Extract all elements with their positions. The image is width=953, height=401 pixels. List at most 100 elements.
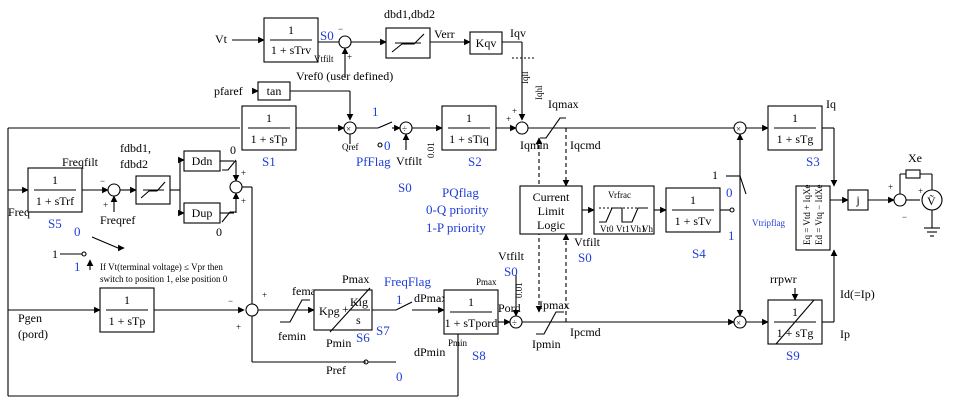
pi-s: s	[356, 313, 361, 327]
pq-flag-label: PQflag	[442, 185, 479, 200]
vt-input-label: Vt	[215, 32, 228, 46]
switch-s2: S2	[468, 154, 482, 169]
iq-summing-junction	[515, 121, 529, 135]
xe-label: Xe	[908, 151, 922, 165]
cll-line1: Current	[533, 190, 570, 204]
dup-text: Dup	[192, 206, 213, 220]
droop-plus-top: +	[241, 168, 246, 178]
plus-sign-vref: +	[347, 52, 352, 62]
iq-output-lag-den: 1 + sTg	[777, 132, 814, 146]
iqmin-label: Iqmin	[520, 138, 549, 152]
p-min-vt-label: 0.01	[514, 282, 524, 298]
pord-lag-num: 1	[468, 295, 474, 309]
id-equals-ip-label: Id(=Ip)	[840, 287, 875, 301]
ip-output-label: Ip	[840, 327, 850, 341]
vtrip-pos0: 0	[726, 185, 733, 200]
terminal-plus: +	[888, 182, 893, 192]
switch-s4: S4	[692, 246, 706, 261]
tan-text: tan	[267, 84, 282, 98]
vtfilt-trip-label: Vtfilt	[574, 235, 601, 249]
freq-switch-pos1: 1	[396, 292, 403, 307]
iq-limiter-symbol	[540, 117, 566, 139]
freqref-label: Freqref	[100, 213, 135, 227]
j-operator-text: j	[855, 193, 859, 207]
droop-plus-bottom: +	[241, 196, 246, 206]
freq-plus: +	[103, 200, 108, 210]
iqcmd-label: Iqcmd	[570, 138, 601, 152]
dup-zero-limit: 0	[216, 225, 222, 239]
pi-kpg: Kpg	[319, 304, 340, 318]
pf-switch-pos0: 0	[384, 138, 391, 153]
plus-iqv-sum: +	[512, 106, 517, 116]
freq-flag-label: FreqFlag	[384, 274, 431, 289]
vrfrac-label: Vrfrac	[608, 190, 631, 200]
freq-minus: −	[100, 176, 105, 186]
switch-s0-trip: S0	[578, 250, 592, 265]
cll-line3: Logic	[537, 218, 565, 232]
verr-summing-junction	[338, 35, 352, 49]
iq-output-lag-num: 1	[792, 111, 798, 125]
qref-label: Qref	[342, 142, 359, 152]
freq-switch-pos0: 0	[396, 369, 403, 384]
switch-s9: S9	[786, 348, 800, 363]
fe-limiter-symbol	[280, 299, 310, 323]
network-eq-1: Eq = Vtd + IqXe	[802, 185, 812, 245]
vt1-label: Vt1	[616, 224, 630, 234]
voltage-filter-den: 1 + sTrv	[271, 43, 311, 57]
ipmax-label: Ipmax	[539, 298, 570, 312]
pref-label: Pref	[326, 363, 346, 377]
pi-plus: +	[342, 302, 349, 316]
freq-filter-num: 1	[52, 173, 58, 187]
switch-s6: S6	[356, 330, 370, 345]
switch-s7: S7	[376, 323, 390, 338]
voltage-filter-num: 1	[288, 23, 294, 37]
iqmax-label: Iqmax	[548, 97, 579, 111]
pord-pmin-label: Pmin	[448, 338, 468, 348]
pf-switch-pole0	[377, 142, 383, 148]
vpr-switch-pos0: 0	[74, 224, 81, 239]
kqv-gain-block	[469, 31, 503, 55]
voltage-source-label: Ṽ	[927, 194, 936, 208]
pfaref-input-label: pfaref	[214, 84, 243, 98]
plus-iq-sum: +	[506, 114, 511, 124]
power-filter-den: 1 + sTp	[251, 132, 288, 146]
iq-filter-num: 1	[466, 111, 472, 125]
ip-output-lag-num: 1	[792, 305, 798, 319]
power-filter2-den: 1 + sTp	[109, 314, 146, 328]
deadband-curve	[391, 33, 425, 53]
vtrip-flag-label: Vtripflag	[752, 218, 785, 228]
ip-limiter-symbol	[536, 311, 564, 335]
kqv-gain-text: Kqv	[476, 36, 497, 50]
vtrip-switch-one: 1	[712, 168, 718, 182]
iq-filter-den: 1 + sTiq	[449, 132, 489, 146]
ipmin-label: Ipmin	[532, 337, 561, 351]
switch-s3: S3	[806, 154, 820, 169]
deadband-block	[385, 27, 431, 59]
dpmin-label: dPmin	[414, 345, 445, 359]
freq-err-plus: +	[262, 290, 267, 300]
voltage-lag-num: 1	[690, 193, 696, 207]
pgen-minus: −	[228, 296, 233, 306]
fdbd-label-1: fdbd1,	[120, 141, 151, 155]
iqhl-label: Iqhl	[534, 85, 544, 100]
vtrip-pos1: 1	[728, 228, 735, 243]
switch-s5: S5	[48, 216, 62, 231]
network-eq-2: Ed = Vtq − IdXe	[814, 185, 824, 245]
q-min-vt-label: 0.01	[426, 142, 436, 158]
switch-s1: S1	[262, 154, 276, 169]
cll-line2: Limit	[538, 204, 565, 218]
freq-deadband-curve	[140, 181, 166, 199]
ddn-zero-limit: 0	[230, 143, 236, 157]
pgen-input-label: Pgen	[18, 311, 42, 325]
divider-sign: ÷	[402, 124, 407, 134]
vpr-switch-1-label: 1	[52, 247, 58, 261]
vh1-label: Vh1	[630, 224, 646, 234]
switch-s0-top: S0	[320, 28, 334, 43]
switch-s0-q: S0	[398, 180, 412, 195]
ipcmd-label: Ipcmd	[570, 325, 601, 339]
femin-label: femin	[278, 329, 306, 343]
multiplier-x-top: ×	[346, 124, 351, 134]
terminal-minus: −	[902, 212, 907, 222]
pord-signal-label: Pord	[498, 301, 521, 315]
